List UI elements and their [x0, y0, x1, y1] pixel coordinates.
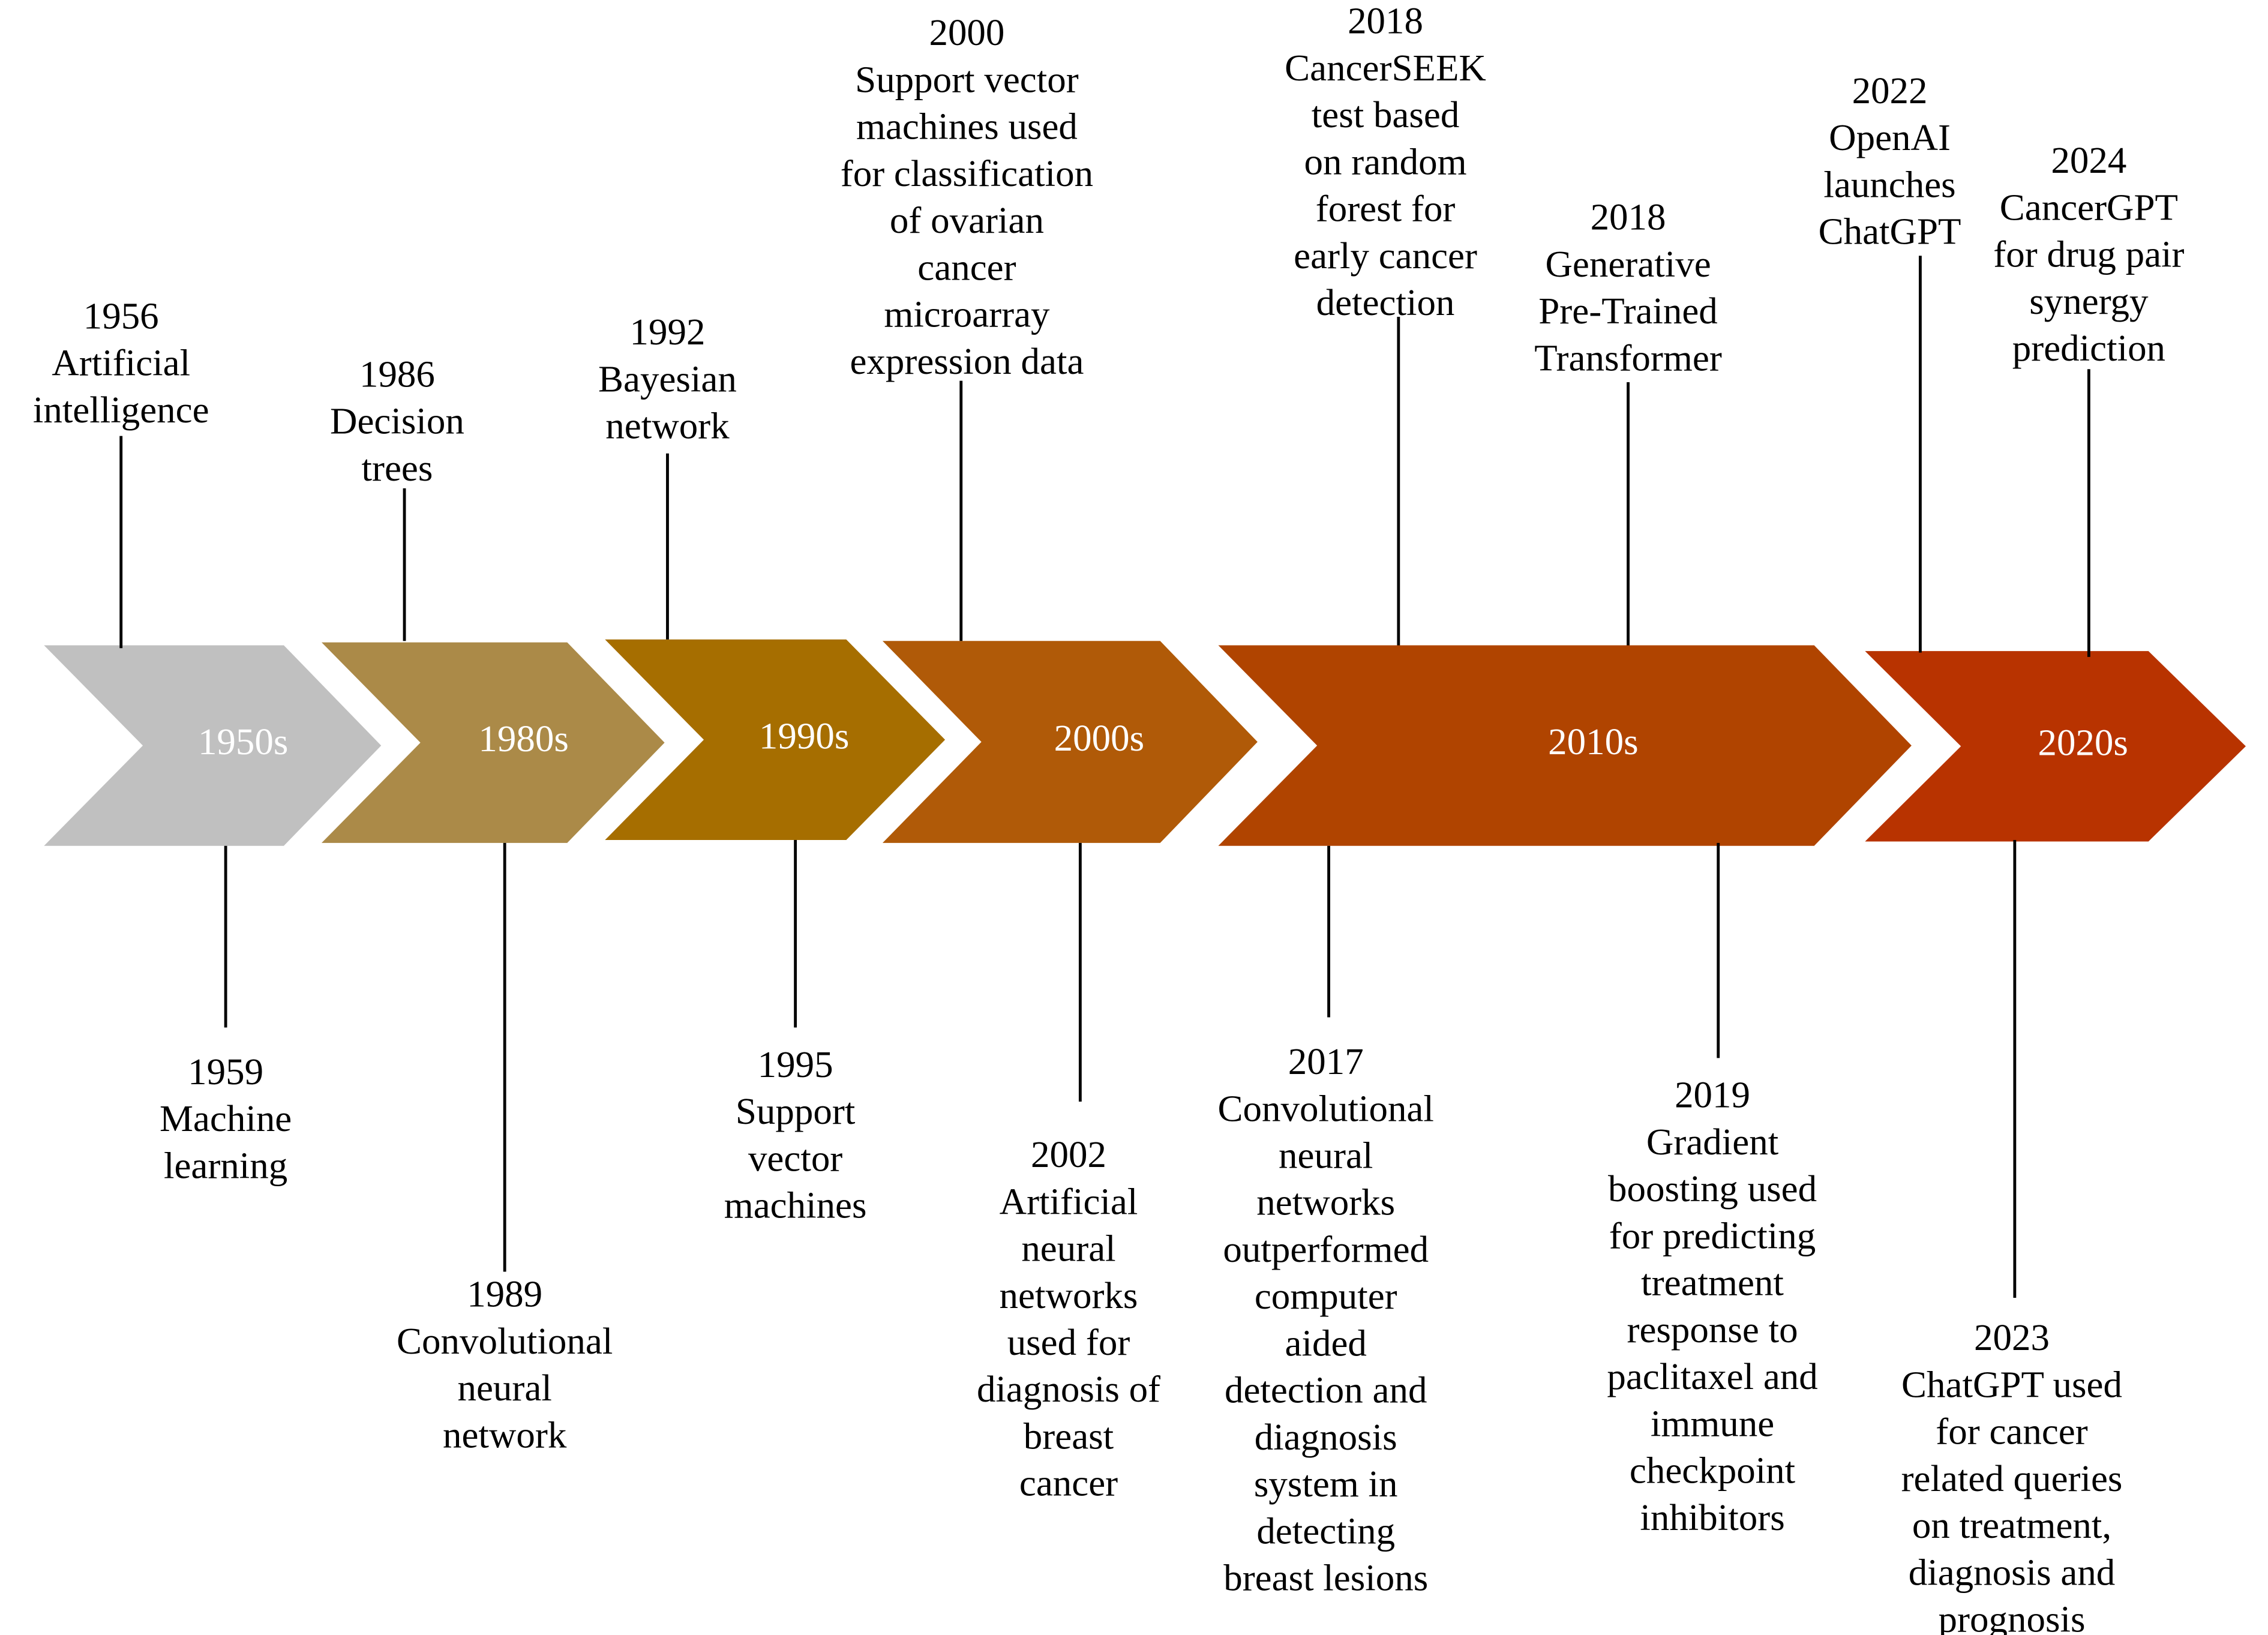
event-description-line: intelligence — [33, 389, 209, 431]
era-label: 2020s — [2038, 721, 2128, 763]
event-year: 1989 — [467, 1273, 542, 1315]
event-description-line: OpenAI — [1829, 116, 1951, 158]
event-description-line: for predicting — [1609, 1214, 1816, 1256]
era-label: 1990s — [759, 715, 849, 757]
event-description-line: neural — [1279, 1134, 1373, 1176]
event-description-line: early cancer — [1294, 235, 1477, 277]
event-description-line: for drug pair — [1993, 233, 2184, 275]
event-year: 2017 — [1288, 1040, 1364, 1082]
event-description-line: synergy — [2029, 280, 2149, 322]
event-description-line: prognosis — [1939, 1598, 2086, 1635]
event-description-line: inhibitors — [1640, 1496, 1784, 1538]
event-description-line: boosting used — [1608, 1168, 1817, 1210]
event-year: 2018 — [1348, 0, 1423, 42]
event-description-line: outperformed — [1223, 1228, 1429, 1270]
event-description-line: Generative — [1545, 243, 1711, 285]
event-year: 1986 — [359, 353, 435, 395]
era-label: 2000s — [1054, 717, 1144, 759]
event-description-line: trees — [361, 447, 433, 489]
era-chevron-1990s — [605, 639, 946, 841]
event-description-line: ChatGPT used — [1901, 1363, 2122, 1405]
event-description-line: expression data — [850, 340, 1084, 382]
event-description-line: for cancer — [1936, 1411, 2087, 1453]
event-description-line: detection and — [1225, 1369, 1427, 1411]
event-description-line: system in — [1254, 1463, 1398, 1505]
event-description-line: on random — [1304, 140, 1467, 182]
era-chevron-1950s — [44, 645, 382, 846]
event-description-line: Artificial — [1000, 1180, 1138, 1222]
event-description-line: Support vector — [855, 58, 1079, 100]
event-description-line: cancer — [1019, 1462, 1118, 1504]
event-description-line: forest for — [1316, 188, 1456, 230]
era-label: 1980s — [478, 718, 568, 760]
event-description-line: microarray — [884, 293, 1050, 335]
event-description-line: CancerSEEK — [1285, 47, 1486, 89]
event-description-line: test based — [1312, 94, 1460, 136]
event-description-line: used for — [1007, 1321, 1130, 1363]
event-description-line: network — [605, 405, 730, 447]
event-description-line: machines used — [856, 106, 1078, 148]
event-year: 1995 — [758, 1043, 833, 1085]
event-description-line: treatment — [1641, 1262, 1784, 1304]
era-chevron-2020s — [1865, 651, 2246, 842]
event-year: 2024 — [2051, 139, 2126, 181]
era-chevron-2010s — [1218, 645, 1912, 846]
event-year: 2019 — [1675, 1074, 1750, 1116]
era-chevron-2000s — [882, 641, 1258, 843]
event-description-line: diagnosis — [1255, 1416, 1397, 1458]
event-description-line: launches — [1823, 163, 1955, 205]
era-label: 2010s — [1548, 721, 1638, 763]
event-description-line: diagnosis of — [977, 1368, 1160, 1410]
event-description-line: response to — [1627, 1309, 1798, 1351]
event-description-line: Support — [736, 1090, 856, 1132]
event-description-line: Bayesian — [598, 358, 737, 400]
event-description-line: networks — [1256, 1181, 1395, 1223]
event-description-line: detecting — [1256, 1510, 1395, 1552]
event-description-line: Convolutional — [1218, 1087, 1434, 1129]
event-year: 2002 — [1031, 1133, 1106, 1175]
event-description-line: networks — [1000, 1274, 1138, 1316]
event-description-line: Decision — [330, 400, 464, 442]
event-year: 1956 — [83, 295, 159, 337]
event-description-line: breast lesions — [1223, 1557, 1428, 1599]
event-description-line: vector — [748, 1137, 842, 1179]
event-description-line: Convolutional — [397, 1320, 613, 1362]
era-chevron-1980s — [321, 642, 665, 843]
event-description-line: Pre-Trained — [1538, 290, 1718, 332]
era-label: 1950s — [198, 721, 288, 763]
event-description-line: paclitaxel and — [1607, 1355, 1817, 1397]
event-description-line: ChatGPT — [1819, 211, 1961, 253]
event-description-line: Transformer — [1534, 337, 1722, 379]
event-description-line: learning — [164, 1144, 287, 1186]
event-description-line: Machine — [160, 1097, 292, 1139]
event-description-line: breast — [1024, 1415, 1114, 1457]
event-description-line: immune — [1651, 1402, 1774, 1444]
event-description-line: on treatment, — [1912, 1504, 2111, 1546]
event-description-line: neural — [1021, 1228, 1115, 1270]
event-year: 2023 — [1974, 1316, 2050, 1358]
event-description-line: machines — [724, 1184, 867, 1226]
event-year: 2022 — [1852, 70, 1928, 112]
event-description-line: related queries — [1901, 1457, 2123, 1499]
event-description-line: Artificial — [52, 342, 190, 384]
event-description-line: prediction — [2012, 327, 2165, 369]
event-year: 2000 — [929, 11, 1004, 53]
event-year: 2018 — [1591, 196, 1666, 238]
event-description-line: Gradient — [1646, 1121, 1779, 1163]
event-description-line: CancerGPT — [2000, 186, 2178, 228]
event-description-line: for classification — [841, 152, 1093, 194]
event-description-line: aided — [1285, 1322, 1367, 1364]
event-year: 1959 — [188, 1051, 263, 1093]
event-description-line: of ovarian — [890, 199, 1044, 241]
event-description-line: network — [443, 1414, 567, 1456]
event-description-line: computer — [1255, 1275, 1397, 1317]
event-description-line: diagnosis and — [1909, 1551, 2116, 1593]
event-description-line: detection — [1316, 281, 1455, 323]
event-description-line: neural — [458, 1367, 552, 1409]
event-year: 1992 — [629, 311, 705, 353]
event-description-line: cancer — [917, 246, 1016, 288]
event-description-line: checkpoint — [1630, 1450, 1796, 1492]
